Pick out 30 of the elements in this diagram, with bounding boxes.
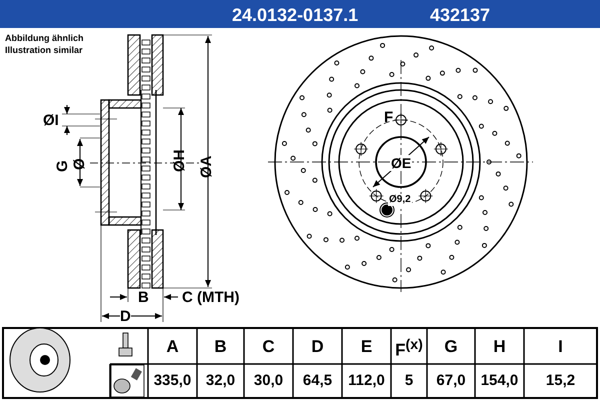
- part-number: 24.0132-0137.1: [232, 6, 358, 24]
- dimension-label: ØI: [43, 113, 59, 128]
- table-value: 67,0: [435, 373, 467, 388]
- table-value: 32,0: [204, 373, 236, 388]
- note-text: Illustration similar: [5, 46, 83, 55]
- dimension-label: ØE: [390, 155, 412, 171]
- column-header: F$^{(x)}$: [394, 338, 424, 359]
- dimension-label: B: [138, 290, 149, 305]
- table-value: 15,2: [544, 373, 576, 388]
- table-value: 30,0: [252, 373, 284, 388]
- column-header: B: [213, 338, 228, 355]
- column-header: I: [557, 338, 564, 355]
- column-header: D: [310, 338, 325, 355]
- table-value: 64,5: [302, 373, 334, 388]
- dimension-label: Ø9,2: [388, 194, 412, 206]
- column-header: G: [443, 338, 459, 355]
- dimension-label: G: [55, 160, 70, 172]
- table-value: 335,0: [152, 373, 192, 388]
- note-text: Abbildung ähnlich: [5, 34, 84, 43]
- table-value: 154,0: [480, 373, 520, 388]
- column-header: C: [261, 338, 276, 355]
- table-value: 112,0: [347, 373, 386, 388]
- hole-label: F: [384, 110, 394, 125]
- column-header: H: [492, 338, 507, 355]
- column-header: E: [360, 338, 374, 355]
- dimension-label: D: [120, 309, 131, 324]
- dimension-label: C (MTH): [182, 290, 240, 305]
- column-header: A: [165, 338, 180, 355]
- table-value: 5: [404, 373, 414, 388]
- reference-number: 432137: [430, 6, 490, 24]
